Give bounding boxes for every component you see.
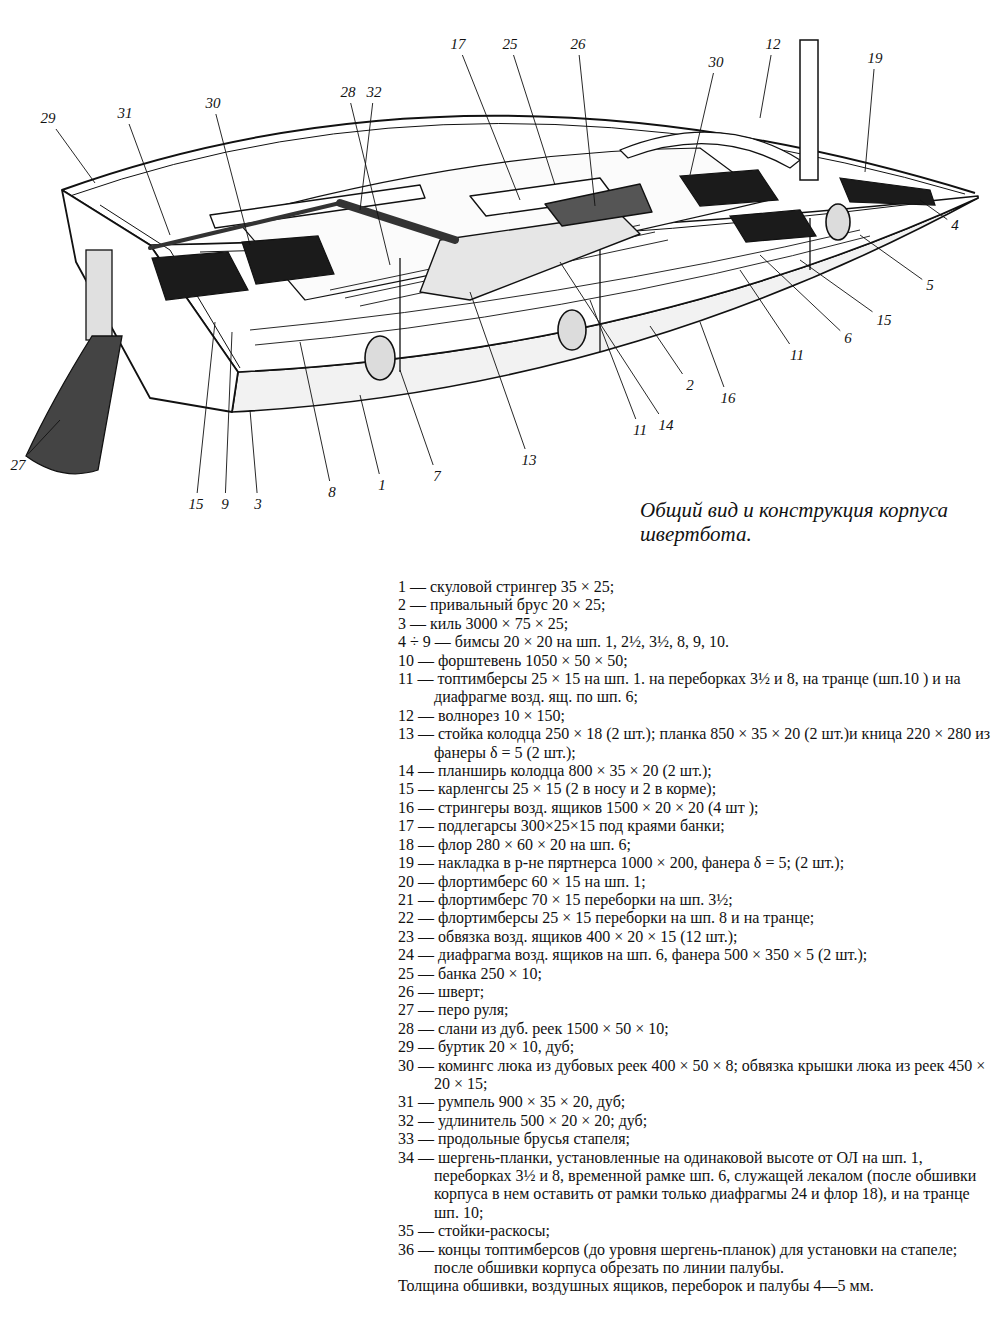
leader-line — [360, 395, 379, 474]
parts-list-entry: 24 — диафрагма возд. ящиков на шп. 6, фа… — [398, 946, 992, 964]
callout-number: 8 — [327, 484, 337, 500]
parts-list-entry: 23 — обвязка возд. ящиков 400 × 20 × 15 … — [398, 928, 992, 946]
leader-line — [197, 322, 215, 493]
parts-list-entry: 28 — слани из дуб. реек 1500 × 50 × 10; — [398, 1020, 992, 1038]
leader-line — [514, 55, 555, 185]
parts-list-entry: 20 — флортимберс 60 × 15 на шп. 1; — [398, 873, 992, 891]
callout-number: 14 — [658, 417, 675, 433]
leader-line — [129, 124, 170, 235]
leader-line — [470, 292, 525, 449]
leader-lines — [28, 55, 947, 493]
callout-number: 25 — [502, 36, 519, 52]
callout-number: 30 — [708, 54, 725, 70]
parts-list-entry: 19 — накладка в р-не пяртнерса 1000 × 20… — [398, 854, 992, 872]
parts-list-entry: 21 — флортимберс 70 × 15 переборки на шп… — [398, 891, 992, 909]
parts-list-entry: 3 — киль 3000 × 75 × 25; — [398, 615, 992, 633]
callout-number: 12 — [765, 36, 782, 52]
parts-list-entry: 16 — стрингеры возд. ящиков 1500 × 20 × … — [398, 799, 992, 817]
leader-line — [300, 342, 330, 481]
parts-list-entry: 17 — подлегарсы 300×25×15 под краями бан… — [398, 817, 992, 835]
parts-list-entry: 11 — топтимберсы 25 × 15 на шп. 1. на пе… — [398, 670, 992, 707]
parts-list-entry: 10 — форштевень 1050 × 50 × 50; — [398, 652, 992, 670]
parts-list-entry: 27 — перо руля; — [398, 1001, 992, 1019]
leader-line — [360, 103, 373, 210]
callout-number: 16 — [720, 390, 737, 406]
leader-line — [28, 420, 60, 454]
callout-number: 27 — [10, 457, 27, 473]
parts-list-entry: 26 — шверт; — [398, 983, 992, 1001]
leader-line — [400, 370, 433, 465]
parts-list-entry: 12 — волнорез 10 × 150; — [398, 707, 992, 725]
leader-line — [760, 55, 771, 118]
leader-line — [250, 410, 257, 493]
callout-number: 7 — [432, 468, 442, 484]
callout-number: 28 — [340, 84, 357, 100]
parts-list-entry: 35 — стойки-раскосы; — [398, 1222, 992, 1240]
callout-number: 1 — [377, 477, 387, 493]
parts-list-entry: 32 — удлинитель 500 × 20 × 20; дуб; — [398, 1112, 992, 1130]
callout-number: 11 — [632, 422, 648, 438]
parts-list-entry: 31 — румпель 900 × 35 × 20, дуб; — [398, 1093, 992, 1111]
parts-list-entry: Толщина обшивки, воздушных ящиков, переб… — [398, 1277, 992, 1295]
callout-number: 17 — [450, 36, 467, 52]
leader-line — [700, 322, 724, 387]
callout-number: 26 — [570, 36, 587, 52]
callout-number: 9 — [220, 496, 230, 512]
leader-line — [920, 200, 947, 219]
leader-line — [351, 103, 390, 265]
parts-list-entry: 33 — продольные брусья стапеля; — [398, 1130, 992, 1148]
callout-number: 31 — [117, 105, 134, 121]
leader-line — [225, 332, 232, 493]
boat-illustration — [0, 0, 1000, 560]
tiller — [340, 203, 455, 240]
leader-line — [462, 55, 520, 200]
rudder — [26, 250, 122, 474]
leader-line — [560, 262, 659, 414]
parts-list: 1 — скуловой стрингер 35 × 25;2 — привал… — [398, 578, 992, 1296]
leader-line — [740, 270, 790, 344]
parts-list-entry: 13 — стойка колодца 250 × 18 (2 шт.); пл… — [398, 725, 992, 762]
callout-number: 29 — [40, 110, 57, 126]
callout-number: 32 — [366, 84, 383, 100]
parts-list-entry: 25 — банка 250 × 10; — [398, 965, 992, 983]
leader-line — [690, 73, 713, 175]
parts-list-entry: 2 — привальный брус 20 × 25; — [398, 596, 992, 614]
callout-number: 19 — [867, 50, 884, 66]
parts-list-entry: 14 — планширь колодца 800 × 35 × 20 (2 ш… — [398, 762, 992, 780]
parts-list-entry: 18 — флор 280 × 60 × 20 на шп. 6; — [398, 836, 992, 854]
callout-number: 2 — [685, 377, 695, 393]
callout-number: 13 — [521, 452, 538, 468]
parts-list-entry: 1 — скуловой стрингер 35 × 25; — [398, 578, 992, 596]
callout-number: 15 — [876, 312, 893, 328]
callout-number: 4 — [950, 217, 960, 233]
leader-line — [860, 235, 922, 279]
figure-caption: Общий вид и конструкция корпуса швертбот… — [640, 498, 988, 546]
callout-number: 15 — [188, 496, 205, 512]
leader-line — [590, 300, 636, 419]
leader-line — [760, 255, 840, 331]
centreboard-trunk — [210, 178, 652, 300]
parts-list-entry: 29 — буртик 20 × 10, дуб; — [398, 1038, 992, 1056]
leader-line — [800, 260, 873, 312]
hull-lines — [62, 116, 978, 412]
leader-line — [865, 69, 874, 172]
mast-stub — [800, 40, 818, 180]
parts-list-entry: 36 — концы топтимберсов (до уровня шерге… — [398, 1241, 992, 1278]
leader-line — [650, 326, 683, 374]
parts-list-entry: 34 — шергень-планки, установленные на од… — [398, 1149, 992, 1223]
leader-line — [56, 129, 95, 183]
parts-list-entry: 30 — комингс люка из дубовых реек 400 × … — [398, 1057, 992, 1094]
parts-list-entry: 4 ÷ 9 — бимсы 20 × 20 на шп. 1, 2½, 3½, … — [398, 633, 992, 651]
hatch-covers — [152, 170, 935, 300]
callout-number: 3 — [253, 496, 263, 512]
leader-line — [216, 114, 250, 245]
callout-number: 30 — [205, 95, 222, 111]
leader-line — [579, 55, 595, 206]
callout-number: 11 — [789, 347, 805, 363]
parts-list-entry: 15 — карленгсы 25 × 15 (2 в носу и 2 в к… — [398, 780, 992, 798]
parts-list-entry: 22 — флортимберсы 25 × 15 переборки на ш… — [398, 909, 992, 927]
callout-number: 6 — [843, 330, 853, 346]
callout-number: 5 — [925, 277, 935, 293]
